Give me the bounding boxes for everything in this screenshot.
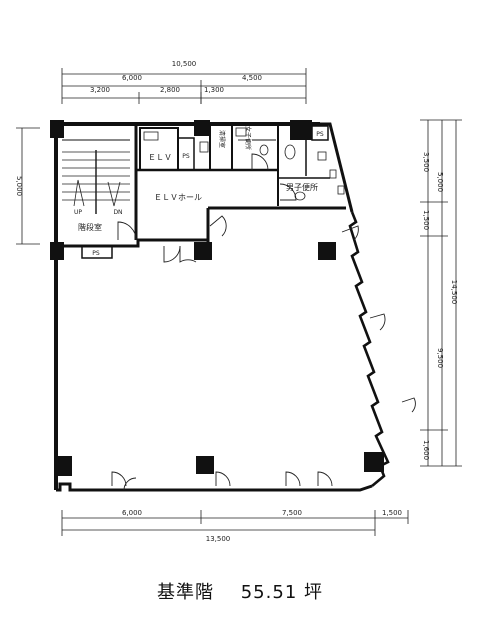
label-elv: ＥＬＶ	[148, 153, 172, 162]
dim-bottom-b: 7,500	[282, 509, 302, 517]
dim-right-total: 14,500	[450, 280, 458, 305]
label-ps-right: PS	[316, 131, 324, 138]
label-elv-hall: ＥＬＶホール	[154, 193, 202, 202]
dim-left: 5,000	[15, 176, 23, 196]
label-mens-toilet: 男子便所	[286, 182, 318, 192]
dim-right-d: 9,500	[436, 348, 444, 368]
floor-name: 基準階	[157, 582, 214, 603]
dim-bottom-total: 13,500	[206, 535, 231, 543]
walls	[54, 122, 390, 492]
dim-top-a: 6,000	[122, 74, 142, 82]
label-stair-room: 階段室	[78, 222, 102, 232]
dim-top-total: 10,500	[172, 60, 197, 68]
label-ps-core: PS	[182, 153, 190, 160]
label-cleaning: 清掃室	[218, 130, 226, 148]
dim-right-b: 5,000	[436, 172, 444, 192]
dim-top-c1: 3,200	[90, 86, 110, 94]
floor-area: 55.51 坪	[240, 582, 323, 603]
label-stair-dn: DN	[113, 209, 122, 216]
dim-right-c: 1,500	[422, 210, 430, 230]
dim-top-c2: 2,800	[160, 86, 180, 94]
fixtures	[143, 127, 345, 201]
dim-right-a: 3,500	[422, 152, 430, 172]
doors	[111, 139, 416, 491]
label-ps-lower: PS	[92, 250, 100, 257]
floor-caption: 基準階 55.51 坪	[0, 578, 480, 604]
label-stair-up: UP	[74, 209, 82, 216]
dim-bottom-a: 6,000	[122, 509, 142, 517]
dim-top-b: 4,500	[242, 74, 262, 82]
dim-top-c3: 1,300	[204, 86, 224, 94]
dimension-lines	[16, 68, 462, 536]
floor-plan: 10,500 6,000 4,500 3,200 2,800 1,300 5,0…	[15, 60, 462, 543]
stair-treads	[62, 150, 130, 214]
label-womens-toilet: 女子便所	[244, 126, 252, 150]
columns	[50, 120, 384, 476]
dim-bottom-c: 1,500	[382, 509, 402, 517]
dim-right-e: 1,600	[422, 440, 430, 460]
